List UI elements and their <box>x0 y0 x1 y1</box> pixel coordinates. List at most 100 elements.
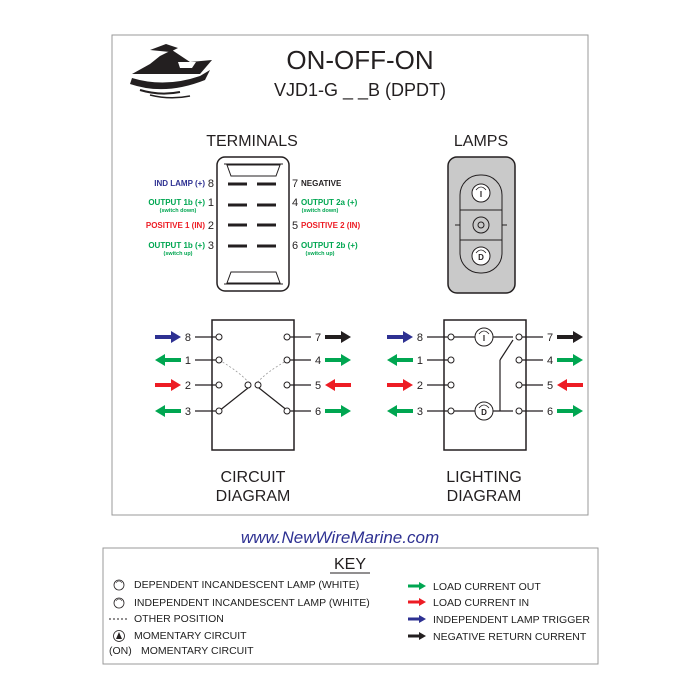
key-right-item: NEGATIVE RETURN CURRENT <box>433 631 587 643</box>
terminal-number-right: 6 <box>292 240 298 252</box>
lighting-arrow-left <box>387 405 413 417</box>
lighting-diagram: I D <box>443 319 527 451</box>
key-arrow-icon <box>408 632 426 640</box>
circuit-pin-right <box>283 381 291 389</box>
terminal-label-right: POSITIVE 2 (IN) <box>301 221 360 230</box>
switch-terminal-view <box>216 156 290 292</box>
lighting-arrow-left <box>387 331 413 343</box>
lighting-lamp-symbol-i: I <box>483 334 485 343</box>
circuit-arrow-right <box>325 405 351 417</box>
terminal-number-left: 3 <box>208 240 214 252</box>
terminals-heading: TERMINALS <box>206 133 298 150</box>
terminal-number-left: 2 <box>208 220 214 232</box>
key-left-item: DEPENDENT INCANDESCENT LAMP (WHITE) <box>134 579 359 591</box>
circuit-pin-number-left: 8 <box>185 332 191 344</box>
circuit-caption-1: CIRCUIT <box>221 469 286 486</box>
terminal-sublabel-left: (switch down) <box>160 208 197 214</box>
lighting-pin-right <box>515 407 523 415</box>
circuit-arrow-right <box>325 331 351 343</box>
circuit-pin-number-right: 6 <box>315 406 321 418</box>
terminal-label-left: POSITIVE 1 (IN) <box>146 221 205 230</box>
terminal-number-right: 4 <box>292 197 298 209</box>
circuit-pin-right <box>283 407 291 415</box>
lighting-pin-number-right: 7 <box>547 332 553 344</box>
key-arrow-icon <box>408 582 426 590</box>
website-link[interactable]: www.NewWireMarine.com <box>241 528 439 547</box>
lighting-arrow-right <box>557 405 583 417</box>
terminal-sublabel-right: (switch down) <box>302 208 339 214</box>
dependent-lamp-icon: D <box>471 246 491 266</box>
lighting-pin-right <box>515 356 523 364</box>
lighting-pin-left <box>447 381 455 389</box>
key-right-item: INDEPENDENT LAMP TRIGGER <box>433 614 590 626</box>
lighting-pin-number-left: 2 <box>417 380 423 392</box>
lamp-symbol-i: I <box>480 190 482 199</box>
terminal-label-right: OUTPUT 2a (+) <box>301 198 358 207</box>
key-on-prefix: (ON) <box>109 645 132 657</box>
key-left-item: MOMENTARY CIRCUIT <box>141 645 254 657</box>
terminal-label-left: IND LAMP (+) <box>154 179 205 188</box>
lighting-pin-number-left: 8 <box>417 332 423 344</box>
circuit-pin-number-left: 3 <box>185 406 191 418</box>
lighting-pin-right <box>515 381 523 389</box>
key-box <box>102 547 599 665</box>
lighting-pin-number-right: 4 <box>547 355 553 367</box>
lighting-pin-left <box>447 333 455 341</box>
key-momentary-triangle-icon <box>113 630 125 642</box>
key-independent-lamp-icon <box>113 597 125 609</box>
independent-lamp-icon: I <box>471 183 491 203</box>
lamps-heading: LAMPS <box>454 133 508 150</box>
key-right-item: LOAD CURRENT OUT <box>433 581 541 593</box>
terminal-number-right: 5 <box>292 220 298 232</box>
lighting-independent-lamp-icon: I <box>474 327 494 347</box>
lighting-pin-number-right: 6 <box>547 406 553 418</box>
terminal-sublabel-right: (switch up) <box>305 251 334 257</box>
circuit-pin-left <box>215 407 223 415</box>
lighting-pin-number-right: 5 <box>547 380 553 392</box>
boat-logo-icon <box>130 44 212 99</box>
circuit-pin-right <box>283 333 291 341</box>
circuit-arrow-left <box>155 331 181 343</box>
title: ON-OFF-ON <box>286 45 433 75</box>
lighting-pin-left <box>447 407 455 415</box>
lighting-lamp-symbol-d: D <box>481 408 487 417</box>
lighting-arrow-left <box>387 354 413 366</box>
circuit-pin-number-right: 4 <box>315 355 321 367</box>
circuit-diagram <box>211 319 295 451</box>
circuit-pin-number-right: 7 <box>315 332 321 344</box>
circuit-pin-number-right: 5 <box>315 380 321 392</box>
lighting-caption-2: DIAGRAM <box>447 488 522 505</box>
terminal-label-right: OUTPUT 2b (+) <box>301 241 358 250</box>
lighting-dependent-lamp-icon: D <box>474 401 494 421</box>
key-left-item: OTHER POSITION <box>134 613 224 625</box>
lighting-arrow-left <box>387 379 413 391</box>
lighting-pin-left <box>447 356 455 364</box>
circuit-arrow-left <box>155 379 181 391</box>
key-title: KEY <box>334 556 366 573</box>
key-arrow-icon <box>408 615 426 623</box>
diagram-frame <box>111 34 589 516</box>
lighting-pin-right <box>515 333 523 341</box>
lighting-caption-1: LIGHTING <box>446 469 522 486</box>
circuit-pin-number-left: 2 <box>185 380 191 392</box>
circuit-pin-number-left: 1 <box>185 355 191 367</box>
key-left-item: MOMENTARY CIRCUIT <box>134 630 247 642</box>
lamp-symbol-d: D <box>478 253 484 262</box>
terminal-number-left: 1 <box>208 197 214 209</box>
circuit-pin-right <box>283 356 291 364</box>
circuit-arrow-right <box>325 354 351 366</box>
model-number: VJD1-G _ _B (DPDT) <box>274 80 446 101</box>
circuit-pin-left <box>215 356 223 364</box>
lighting-arrow-right <box>557 379 583 391</box>
circuit-caption-2: DIAGRAM <box>216 488 291 505</box>
circuit-pin-left <box>215 381 223 389</box>
circuit-pin-left <box>215 333 223 341</box>
terminal-label-right: NEGATIVE <box>301 179 342 188</box>
terminal-number-right: 7 <box>292 178 298 190</box>
terminal-label-left: OUTPUT 1b (+) <box>148 198 205 207</box>
lamps-view: I D <box>447 156 516 294</box>
lighting-arrow-right <box>557 354 583 366</box>
circuit-arrow-left <box>155 354 181 366</box>
terminal-number-left: 8 <box>208 178 214 190</box>
